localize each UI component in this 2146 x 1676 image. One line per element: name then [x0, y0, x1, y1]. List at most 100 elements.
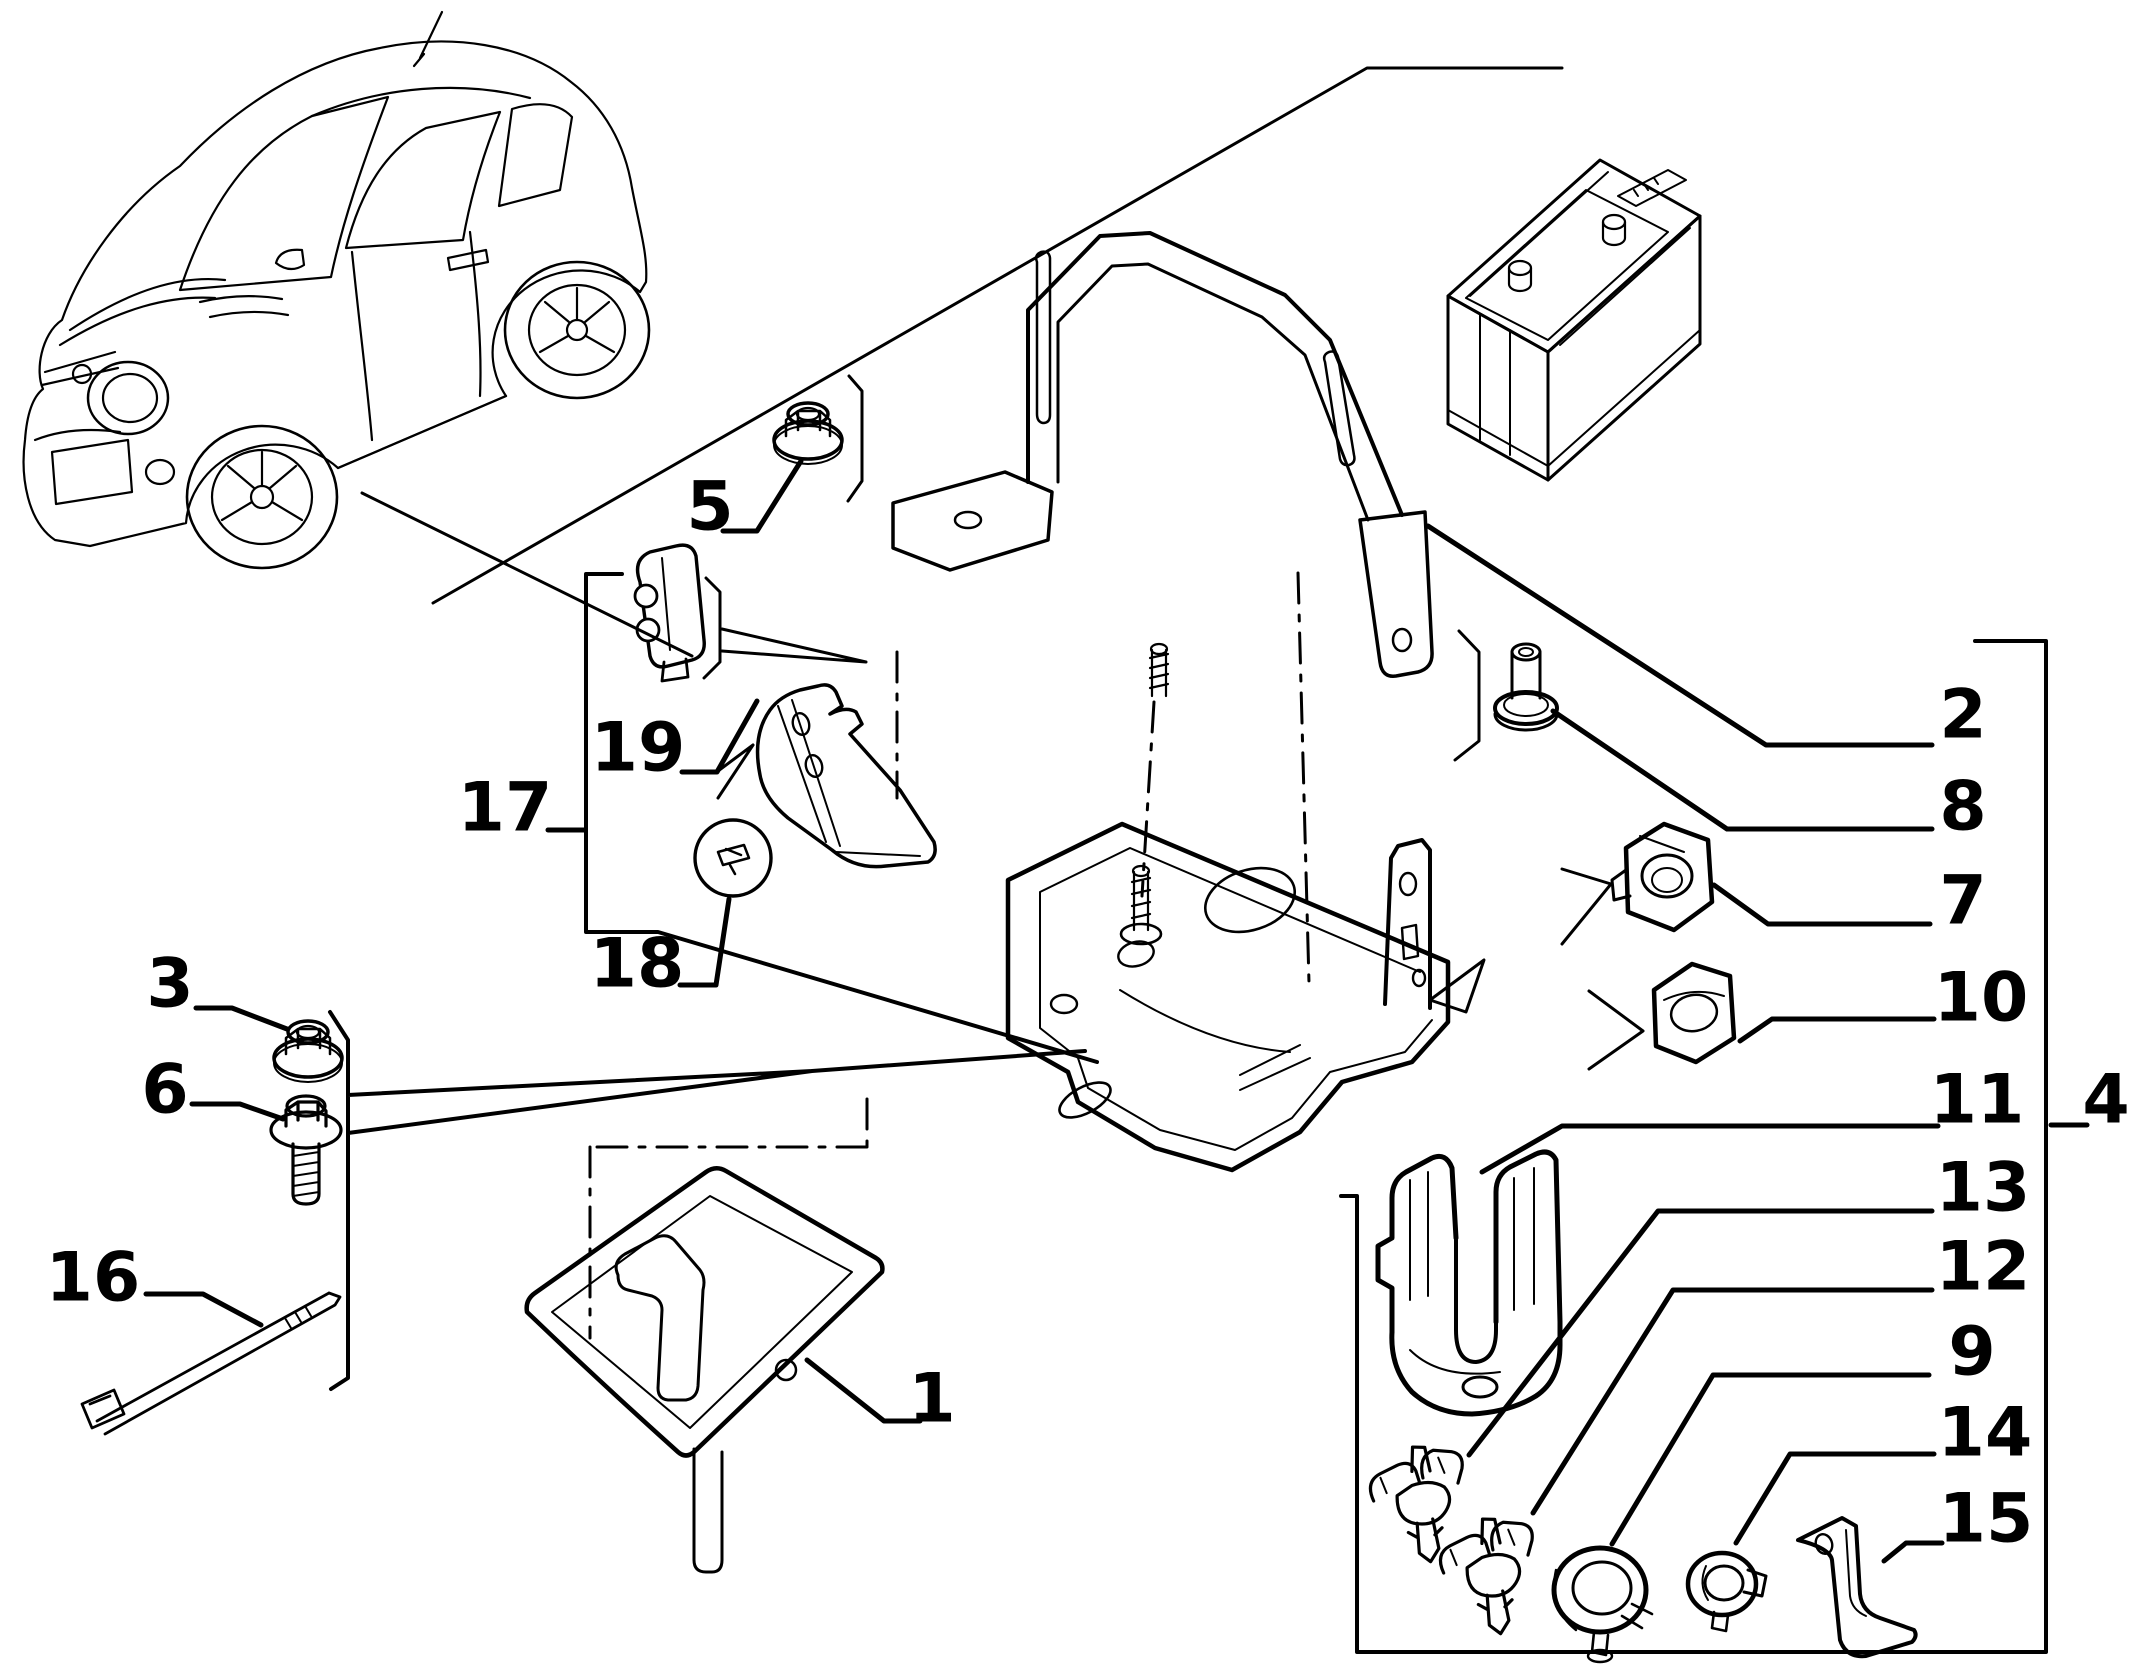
battery-terminal-pos: [1603, 215, 1625, 245]
leader-19: [682, 701, 757, 772]
strap-right-tab: [1360, 512, 1432, 676]
car-wiper: [200, 296, 288, 317]
callout-12: 12: [1936, 1228, 2031, 1307]
strap-inner: [1058, 264, 1368, 520]
callout-11: 11: [1930, 1061, 2025, 1140]
battery-right-face: [1548, 216, 1700, 480]
cable-clip-13: [1363, 1438, 1477, 1571]
detail-circle: [695, 820, 771, 896]
pointer-v-10: [1589, 991, 1643, 1069]
tray-slot-oval: [1054, 1075, 1116, 1124]
callout-2: 2: [1939, 676, 1986, 755]
callout-14: 14: [1938, 1394, 2033, 1473]
battery-illustration: [1448, 160, 1700, 480]
callout-18: 18: [590, 925, 685, 1004]
battery-tray-metal: [1008, 824, 1484, 1170]
rubber-spacer-8: [1495, 644, 1557, 730]
leader-6: [192, 1104, 283, 1119]
battery-label-plate: [1618, 170, 1686, 206]
wall-slot: [1402, 925, 1418, 959]
car-hood-line2: [60, 298, 215, 345]
callout-5: 5: [686, 468, 733, 547]
strap-center-stud: [1150, 644, 1168, 696]
callout-3: 3: [146, 945, 193, 1024]
centerline-tray1-box: [590, 1099, 867, 1338]
small-clip-14: [1688, 1553, 1766, 1631]
callout-4: 4: [2082, 1061, 2129, 1140]
leader-18: [680, 899, 729, 985]
tray-stud: [1121, 866, 1161, 944]
car-door-handle: [448, 250, 488, 270]
callout-8: 8: [1939, 768, 1986, 847]
group-brackets: [330, 68, 2046, 1652]
tray-floor-contours: [1120, 990, 1310, 1090]
battery-lid: [1466, 172, 1690, 345]
callout-16: 16: [46, 1239, 141, 1318]
flange-nut-3: [274, 1021, 342, 1082]
car-rear-wheel: [505, 262, 649, 398]
leader-3: [196, 1008, 287, 1029]
car-headlight-inner: [103, 374, 157, 422]
tray1-inner: [552, 1196, 852, 1428]
group-box-4: [1341, 641, 2046, 1652]
car-door-window: [346, 112, 500, 248]
callout-19: 19: [591, 709, 686, 788]
wall-hole-top: [1400, 873, 1416, 895]
car-bumper-line: [35, 430, 120, 440]
callout-9: 9: [1948, 1313, 1995, 1392]
leader-14: [1736, 1454, 1934, 1543]
clip-19: [635, 545, 704, 681]
tray1-j-slot: [616, 1236, 704, 1400]
tray-hole-small: [1051, 995, 1077, 1013]
callout-labels: 1 2 3 4 5 6 7 8 9 10 11 12 13 14 15 16 1…: [46, 468, 2130, 1559]
leader-9: [1612, 1375, 1929, 1544]
pointer-v-7: [1562, 869, 1611, 944]
cable-tie-16: [82, 1293, 340, 1434]
car-hood-line: [70, 279, 225, 330]
flange-bolt-6: [271, 1096, 341, 1204]
leader-2: [1428, 526, 1932, 745]
callout-15: 15: [1939, 1480, 2034, 1559]
leader-16: [146, 1294, 261, 1325]
callout-6: 6: [141, 1051, 188, 1130]
lower-tray-1: [527, 1168, 883, 1572]
tray1-hole: [776, 1360, 796, 1380]
strap-foot-hole: [955, 512, 981, 528]
hold-down-strap: [893, 233, 1432, 696]
car-callout-line-bottom: [362, 493, 692, 656]
leader-15: [1884, 1543, 1942, 1561]
car-antenna: [414, 12, 442, 66]
pointer-v-18: [718, 745, 753, 798]
leader-8: [1553, 711, 1932, 829]
leader-11: [1482, 1126, 1938, 1172]
car-callout-line-top: [433, 68, 1562, 603]
callout-7: 7: [1939, 862, 1986, 941]
retainer-bracket-11: [1378, 1152, 1560, 1414]
bracket11-hole: [1463, 1377, 1497, 1397]
bracket11-channels: [1410, 1168, 1534, 1374]
leader-5: [723, 461, 801, 531]
tray-tang: [1430, 960, 1484, 1012]
l-bracket-15: [1798, 1518, 1916, 1656]
car-grille: [42, 352, 118, 385]
group-flag-3-6: [330, 1012, 1085, 1389]
car-headlight: [88, 362, 168, 434]
battery-top-face: [1448, 160, 1700, 352]
strap-tab-hole: [1393, 629, 1411, 651]
car-body-outline: [24, 42, 647, 546]
battery-terminal-neg: [1509, 261, 1531, 291]
strap-right-slot: [1324, 352, 1354, 466]
car-foglight: [146, 460, 174, 484]
battery-left-face: [1448, 296, 1548, 480]
leader-13: [1469, 1211, 1932, 1455]
bracket17-bends: [778, 700, 920, 856]
car-windshield: [180, 97, 388, 290]
bracket-mark-5: [848, 376, 862, 501]
callout-13: 13: [1936, 1149, 2031, 1228]
cable-clip-12: [1433, 1510, 1547, 1643]
car-license-plate: [52, 440, 132, 504]
pointer-v-19: [722, 629, 866, 662]
tray-hole-large: [1197, 857, 1303, 942]
